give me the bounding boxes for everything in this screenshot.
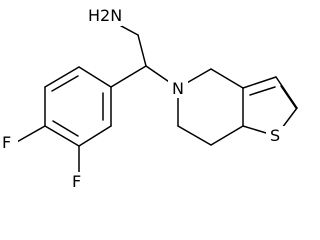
thiophene-bond-top [242, 76, 277, 89]
phenyl-bond-1 [78, 66, 112, 88]
atom-label-masks [0, 4, 286, 192]
atom-label-fluorine-top: F [2, 133, 11, 152]
chemical-structure-diagram: H2N N S F F [0, 4, 298, 192]
bond-lines [14, 19, 298, 175]
bond-ch2-thiophene [210, 68, 244, 89]
mask-fluorine-top [0, 134, 18, 154]
mask-sulfur [266, 126, 286, 146]
phenyl-bond-5 [78, 125, 112, 147]
phenyl-bond-2 [44, 66, 80, 88]
atom-label-nitrogen: N [172, 79, 184, 98]
mask-nitrogen [168, 78, 188, 98]
atom-labels: H2N N S F F [2, 6, 280, 191]
atom-label-sulfur: S [270, 126, 280, 145]
phenyl-double-bond-1 [51, 75, 79, 92]
bond-ch2-thiophene-bottom [210, 125, 244, 146]
mask-fluorine-bottom [70, 172, 88, 192]
atom-label-fluorine-bottom: F [72, 172, 81, 191]
bond-phenyl-f-left [14, 125, 46, 144]
phenyl-bond-4 [44, 125, 80, 147]
thiophene-double-bond-2 [280, 85, 297, 109]
phenyl-double-bond-2 [52, 120, 79, 137]
thiophene-double-bond-1 [249, 86, 276, 96]
bond-ch2-ch2-bottom [177, 125, 212, 146]
bond-ch-phenyl [110, 65, 147, 88]
bond-ch2-ch [137, 34, 147, 67]
mask-amine [86, 4, 122, 26]
thiophene-bond-right [275, 76, 298, 109]
atom-label-amine: H2N [88, 6, 122, 25]
